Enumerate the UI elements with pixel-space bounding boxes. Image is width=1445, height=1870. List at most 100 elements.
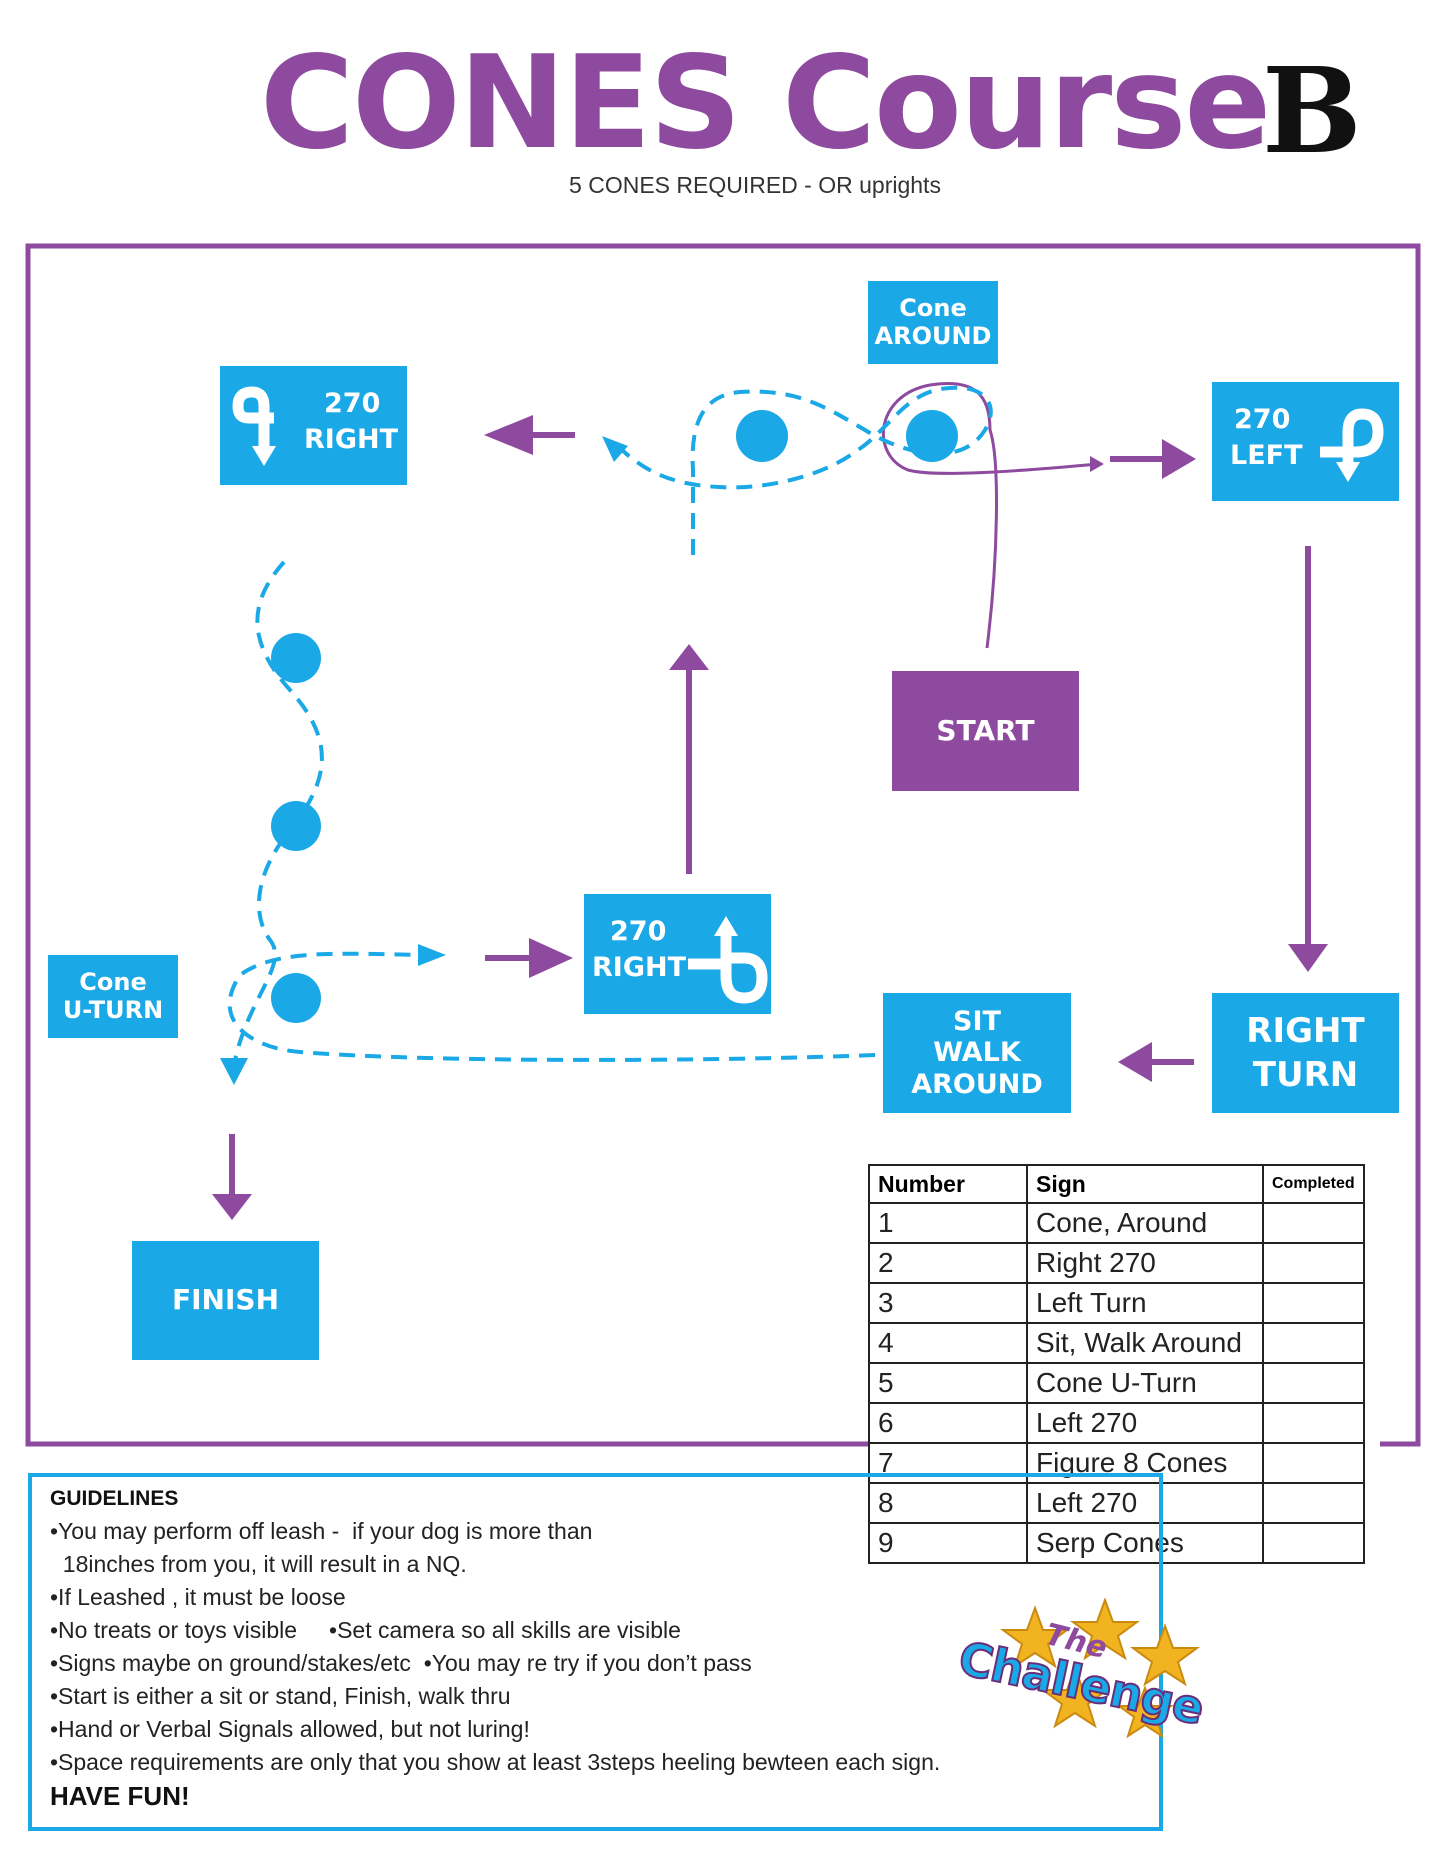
column-header-sign: Sign	[1026, 1164, 1264, 1204]
sign-sit-line2: WALK	[933, 1037, 1021, 1069]
sign-right-270-top: 270 RIGHT	[220, 366, 407, 485]
row-sign: Left Turn	[1026, 1282, 1264, 1324]
cone-serp-3	[271, 973, 321, 1023]
sign-cone-uturn: Cone U-TURN	[48, 955, 178, 1038]
guideline-line: •Space requirements are only that you sh…	[50, 1749, 941, 1775]
row-completed-cell[interactable]	[1262, 1442, 1365, 1484]
sign-right-turn-line1: RIGHT	[1246, 1010, 1365, 1051]
sign-right-turn: RIGHT TURN	[1212, 993, 1399, 1113]
table-header-row: Number Sign Completed	[868, 1164, 1365, 1204]
cone-serp-1	[271, 633, 321, 683]
sign-finish-label: FINISH	[172, 1283, 279, 1317]
row-sign: Figure 8 Cones	[1026, 1442, 1264, 1484]
sign-sit-walk-around: SIT WALK AROUND	[883, 993, 1071, 1113]
row-sign: Serp Cones	[1026, 1522, 1264, 1564]
row-completed-cell[interactable]	[1262, 1202, 1365, 1244]
row-number: 3	[868, 1282, 1028, 1324]
turn-270-right-icon	[232, 386, 276, 466]
sign-right-270-mid: 270 RIGHT	[584, 894, 771, 1014]
guideline-line: •Hand or Verbal Signals allowed, but not…	[50, 1716, 530, 1742]
course-path-arrows	[212, 415, 1328, 1220]
row-sign: Left 270	[1026, 1482, 1264, 1524]
guidelines-closing: HAVE FUN!	[50, 1781, 190, 1811]
row-number: 6	[868, 1402, 1028, 1444]
guidelines-box: GUIDELINES •You may perform off leash - …	[28, 1473, 1163, 1831]
cones	[271, 410, 958, 1023]
guideline-line: •You may perform off leash - if your dog…	[50, 1518, 593, 1544]
row-sign: Right 270	[1026, 1242, 1264, 1284]
sign-left-270-line1: 270	[1234, 404, 1291, 435]
guideline-line: •If Leashed , it must be loose	[50, 1584, 346, 1610]
sign-right-turn-line2: TURN	[1252, 1055, 1359, 1095]
row-sign: Left 270	[1026, 1402, 1264, 1444]
guideline-line: •Signs maybe on ground/stakes/etc •You m…	[50, 1650, 752, 1676]
handler-path-arrowhead	[1090, 456, 1104, 472]
page-header: CONES Course B 5 CONES REQUIRED - OR upr…	[0, 0, 1445, 199]
sign-cone-uturn-line2: U-TURN	[62, 995, 164, 1024]
cone-figure8-right	[906, 410, 958, 462]
row-number: 2	[868, 1242, 1028, 1284]
row-number: 1	[868, 1202, 1028, 1244]
guideline-line: •No treats or toys visible •Set camera s…	[50, 1617, 681, 1643]
row-sign: Cone, Around	[1026, 1202, 1264, 1244]
dog-path-arrowhead-3	[220, 1058, 248, 1085]
row-completed-cell[interactable]	[1262, 1282, 1365, 1324]
sign-right-270-mid-line1: 270	[610, 916, 667, 947]
sign-cone-around-line1: Cone	[899, 293, 967, 322]
sign-cone-uturn-line1: Cone	[79, 967, 147, 996]
row-number: 7	[868, 1442, 1028, 1484]
column-header-completed: Completed	[1262, 1164, 1365, 1204]
sign-right-270-top-line2: RIGHT	[304, 424, 399, 455]
sign-right-270-top-line1: 270	[324, 388, 381, 419]
star-burst-icon	[999, 1598, 1201, 1739]
guideline-line: •Start is either a sit or stand, Finish,…	[50, 1683, 511, 1709]
row-number: 9	[868, 1522, 1028, 1564]
sign-cone-around-line2: AROUND	[874, 321, 992, 350]
row-sign: Cone U-Turn	[1026, 1362, 1264, 1404]
course-border	[25, 243, 1421, 1447]
handler-path	[882, 382, 1099, 649]
row-number: 8	[868, 1482, 1028, 1524]
course-letter: B	[1262, 41, 1362, 180]
page-subtitle: 5 CONES REQUIRED - OR uprights	[569, 172, 941, 198]
sign-right-270-mid-line2: RIGHT	[592, 952, 687, 983]
row-completed-cell[interactable]	[1262, 1322, 1365, 1364]
sign-sit-line3: AROUND	[911, 1068, 1043, 1100]
cone-figure8-left	[736, 410, 788, 462]
dog-path-arrowhead-1	[602, 436, 628, 462]
sign-cone-around: Cone AROUND	[868, 281, 998, 364]
sign-start: START	[892, 671, 1079, 791]
guidelines-title: GUIDELINES	[50, 1487, 179, 1510]
row-number: 5	[868, 1362, 1028, 1404]
turn-270-left-icon	[1320, 408, 1384, 482]
sign-left-270-line2: LEFT	[1230, 440, 1303, 471]
challenge-logo: The Challenge	[945, 1598, 1245, 1748]
row-completed-cell[interactable]	[1262, 1522, 1365, 1564]
column-header-number: Number	[868, 1164, 1028, 1204]
sign-start-label: START	[936, 713, 1035, 747]
sign-sit-line1: SIT	[953, 1006, 1001, 1038]
row-number: 4	[868, 1322, 1028, 1364]
guideline-line: 18inches from you, it will result in a N…	[50, 1551, 467, 1577]
cone-serp-2	[271, 801, 321, 851]
page-title: CONES Course	[260, 29, 1271, 178]
row-sign: Sit, Walk Around	[1026, 1322, 1264, 1364]
sign-left-270: 270 LEFT	[1212, 382, 1399, 501]
row-completed-cell[interactable]	[1262, 1362, 1365, 1404]
row-completed-cell[interactable]	[1262, 1402, 1365, 1444]
dog-path-arrowhead-2	[418, 944, 446, 966]
row-completed-cell[interactable]	[1262, 1482, 1365, 1524]
turn-270-right-up-icon	[688, 916, 768, 1004]
sign-finish: FINISH	[132, 1241, 319, 1360]
row-completed-cell[interactable]	[1262, 1242, 1365, 1284]
